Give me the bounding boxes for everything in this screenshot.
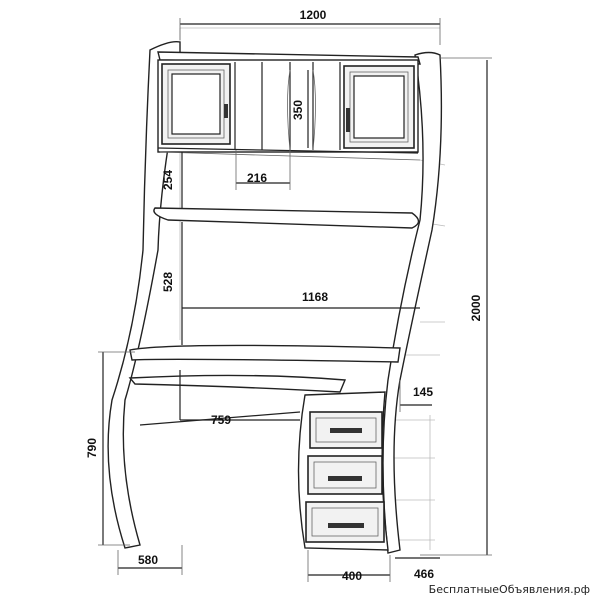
dim-base-depth-left: 580: [138, 553, 158, 567]
drawer-1: [309, 411, 383, 449]
dim-desk-inner-width: 1168: [302, 290, 328, 304]
drawer-3: [305, 501, 385, 543]
dim-middle-gap: 528: [161, 272, 175, 292]
dim-total-width: 1200: [300, 8, 327, 22]
right-side-panel: [382, 51, 443, 554]
left-door: [161, 63, 231, 145]
dimension-labels: 1200 2000 350 216 254 528 1168 790 759 1…: [85, 8, 483, 583]
dim-top-compartment-height: 350: [291, 100, 305, 120]
dim-upper-shelf-gap: 254: [161, 170, 175, 190]
dim-desk-height: 790: [85, 438, 99, 458]
dim-top-compartment-width: 216: [247, 171, 267, 185]
desk-top: [129, 344, 401, 363]
watermark: БесплатныеОбъявления.рф: [429, 583, 590, 596]
dim-drawer-unit-width: 400: [342, 569, 362, 583]
keyboard-tray: [128, 374, 347, 393]
dim-drawer-height: 145: [413, 385, 433, 399]
dimension-lines: [98, 18, 492, 582]
drawer-2: [307, 455, 383, 495]
dim-total-height: 2000: [469, 294, 483, 321]
dim-base-depth-right: 466: [414, 567, 434, 581]
furniture-body: [107, 40, 443, 554]
left-side-panel: [107, 40, 181, 549]
middle-shelf: [153, 207, 420, 229]
drawer-unit: [297, 391, 389, 551]
right-door: [343, 65, 415, 149]
dim-keyboard-width: 759: [211, 413, 231, 427]
